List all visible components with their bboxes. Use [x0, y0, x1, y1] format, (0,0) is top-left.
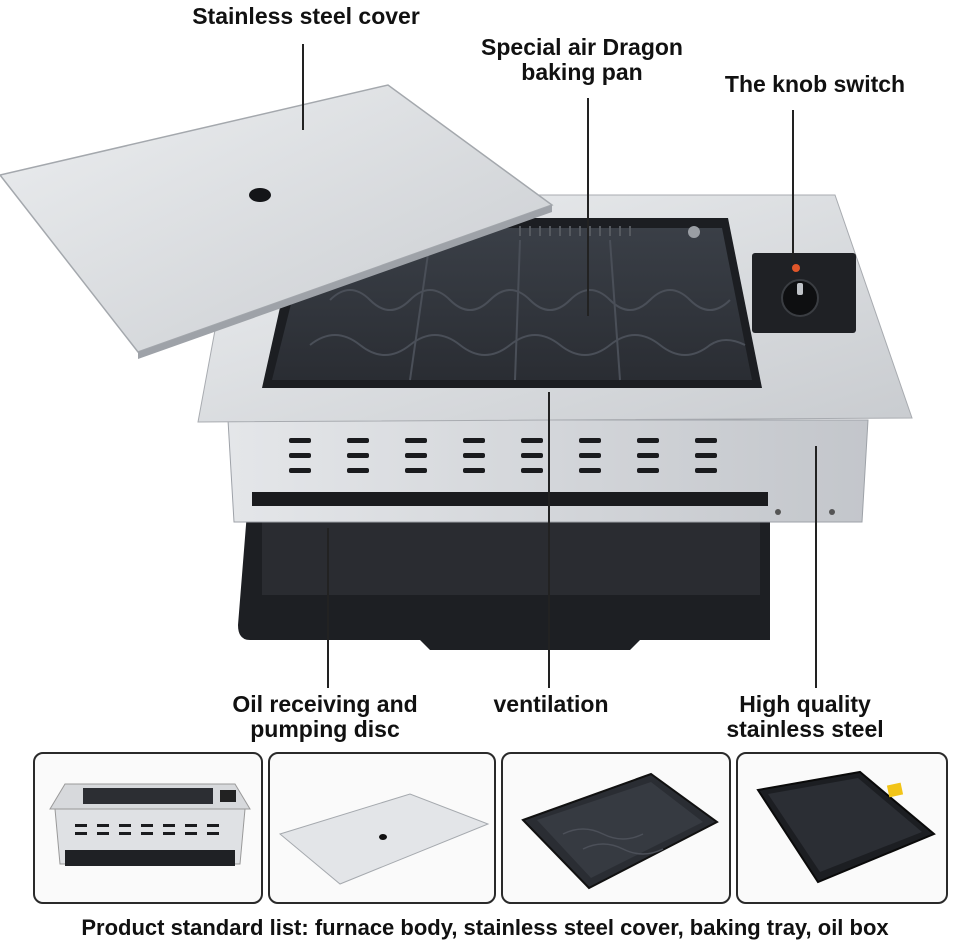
pan-label: Special air Dragon baking pan [462, 35, 702, 85]
cover-hole [249, 188, 271, 202]
pan-label-line1: Special air Dragon [481, 34, 683, 60]
steel-label-line2: stainless steel [726, 716, 884, 742]
vent-callout-line [548, 392, 550, 688]
oil-tray [238, 500, 770, 650]
steel-label: High quality stainless steel [712, 692, 898, 742]
top-plate [197, 194, 913, 423]
pan-grate-edge [519, 226, 631, 236]
grill-main-image [0, 84, 913, 650]
product-list-caption: Product standard list: furnace body, sta… [81, 915, 889, 940]
pan-callout-line [587, 98, 589, 316]
cover-label: Stainless steel cover [192, 3, 420, 29]
steel-callout-line [815, 446, 817, 688]
oil-label-line1: Oil receiving and [232, 691, 418, 717]
oil-label: Oil receiving and pumping disc [215, 692, 435, 742]
thumb-oil-box [736, 752, 948, 904]
knob-label: The knob switch [724, 71, 906, 97]
thumb-baking-tray [501, 752, 731, 904]
thumb-furnace-body [33, 752, 263, 904]
knob-callout-line [792, 110, 794, 262]
pan-pattern [309, 239, 746, 381]
pan-label-line2: baking pan [521, 59, 643, 85]
cover-callout-line [302, 44, 304, 130]
oil-label-line2: pumping disc [250, 716, 400, 742]
oil-callout-line [327, 528, 329, 688]
ventilation-slots [289, 438, 717, 473]
ventilation-label: ventilation [493, 691, 609, 717]
thumb-stainless-cover [268, 752, 496, 904]
knob-switch [781, 279, 819, 317]
steel-label-line1: High quality [739, 691, 871, 717]
stainless-cover [0, 84, 554, 359]
